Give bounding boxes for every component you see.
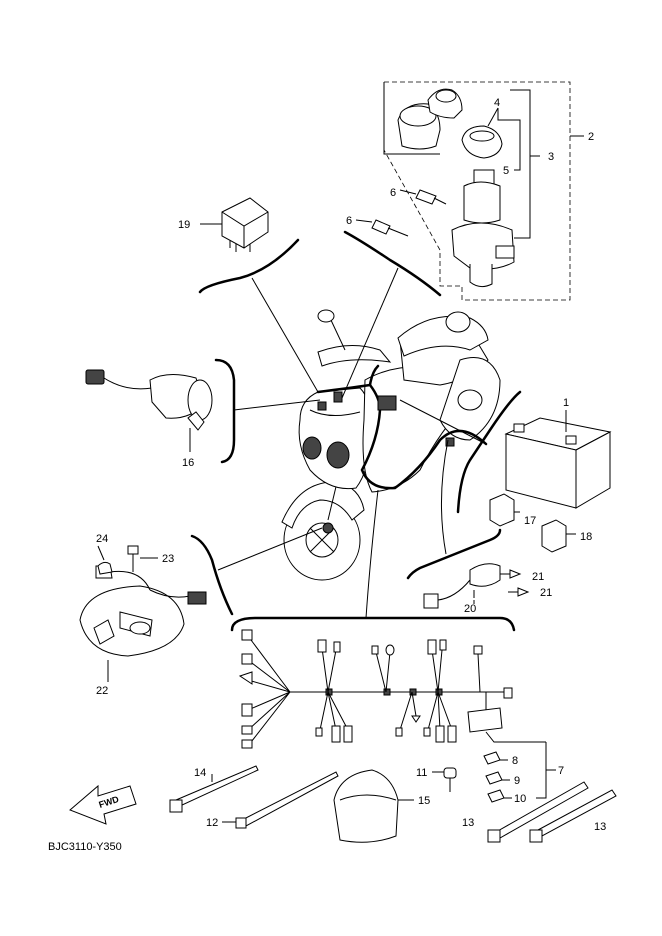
callout-13b: 13 [594, 821, 606, 833]
callout-21a: 21 [532, 571, 544, 583]
callout-23: 23 [162, 553, 174, 565]
wire-harness [238, 629, 546, 749]
callout-6b: 6 [346, 215, 352, 227]
callout-5: 5 [503, 165, 509, 177]
callout-9: 9 [514, 775, 520, 787]
callout-12: 12 [206, 817, 218, 829]
callout-8: 8 [512, 755, 518, 767]
accessory-parts [169, 765, 617, 843]
callout-11: 11 [416, 767, 427, 779]
callout-20: 20 [464, 603, 476, 615]
sensor-20 [423, 563, 530, 609]
callout-15: 15 [418, 795, 430, 807]
callout-labels: 1 2 3 4 5 6 6 7 8 9 10 11 12 13 13 14 15… [96, 97, 606, 833]
callout-19: 19 [178, 219, 190, 231]
cable-22 [79, 545, 207, 682]
callout-16: 16 [182, 457, 194, 469]
leader-lines [190, 230, 522, 632]
part-16 [85, 369, 213, 452]
callout-7: 7 [558, 765, 564, 777]
fwd-arrow: FWD [69, 784, 137, 825]
callout-24: 24 [96, 533, 108, 545]
relay-19 [200, 197, 269, 252]
callout-2: 2 [588, 131, 594, 143]
callout-6a: 6 [390, 187, 396, 199]
callout-21b: 21 [540, 587, 552, 599]
callout-18: 18 [580, 531, 592, 543]
ignition-assembly [355, 81, 584, 301]
scooter-illustration [281, 309, 501, 581]
callout-13a: 13 [462, 817, 474, 829]
callout-1: 1 [563, 397, 569, 409]
callout-10: 10 [514, 793, 526, 805]
drawing-code: BJC3110-Y350 [48, 841, 122, 853]
battery-1 [489, 410, 612, 553]
callout-22: 22 [96, 685, 108, 697]
fuses-7-10 [483, 742, 556, 803]
callout-17: 17 [524, 515, 536, 527]
callout-3: 3 [548, 151, 554, 163]
callout-14: 14 [194, 767, 206, 779]
callout-4: 4 [494, 97, 500, 109]
